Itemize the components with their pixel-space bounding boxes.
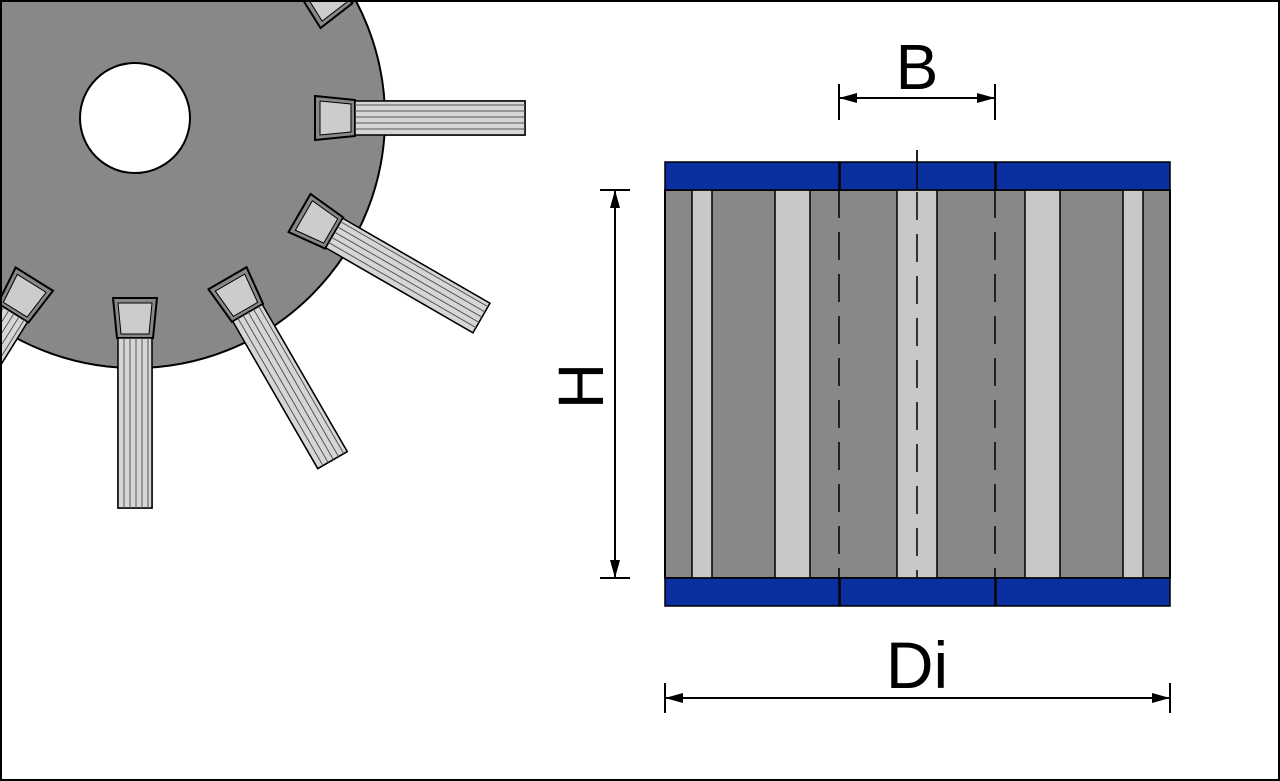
brush-section — [664, 150, 1171, 607]
dimension-b: B — [838, 31, 996, 120]
dimension-h-label: H — [545, 363, 617, 409]
dimension-di: Di — [664, 628, 1171, 713]
top-band — [995, 161, 1171, 191]
top-band — [664, 161, 840, 191]
segment-stripe — [691, 189, 713, 579]
bottom-band — [839, 577, 996, 607]
segment-stripe — [1122, 189, 1144, 579]
bottom-band — [664, 577, 840, 607]
dimension-b-label: B — [896, 31, 939, 103]
dimension-h: H — [545, 189, 630, 579]
segment-stripe — [774, 189, 811, 579]
wheel-bore — [79, 62, 191, 174]
brush-wheel — [2, 2, 526, 509]
bottom-band — [995, 577, 1171, 607]
segment-stripe — [1024, 189, 1061, 579]
dimension-di-label: Di — [886, 628, 948, 702]
